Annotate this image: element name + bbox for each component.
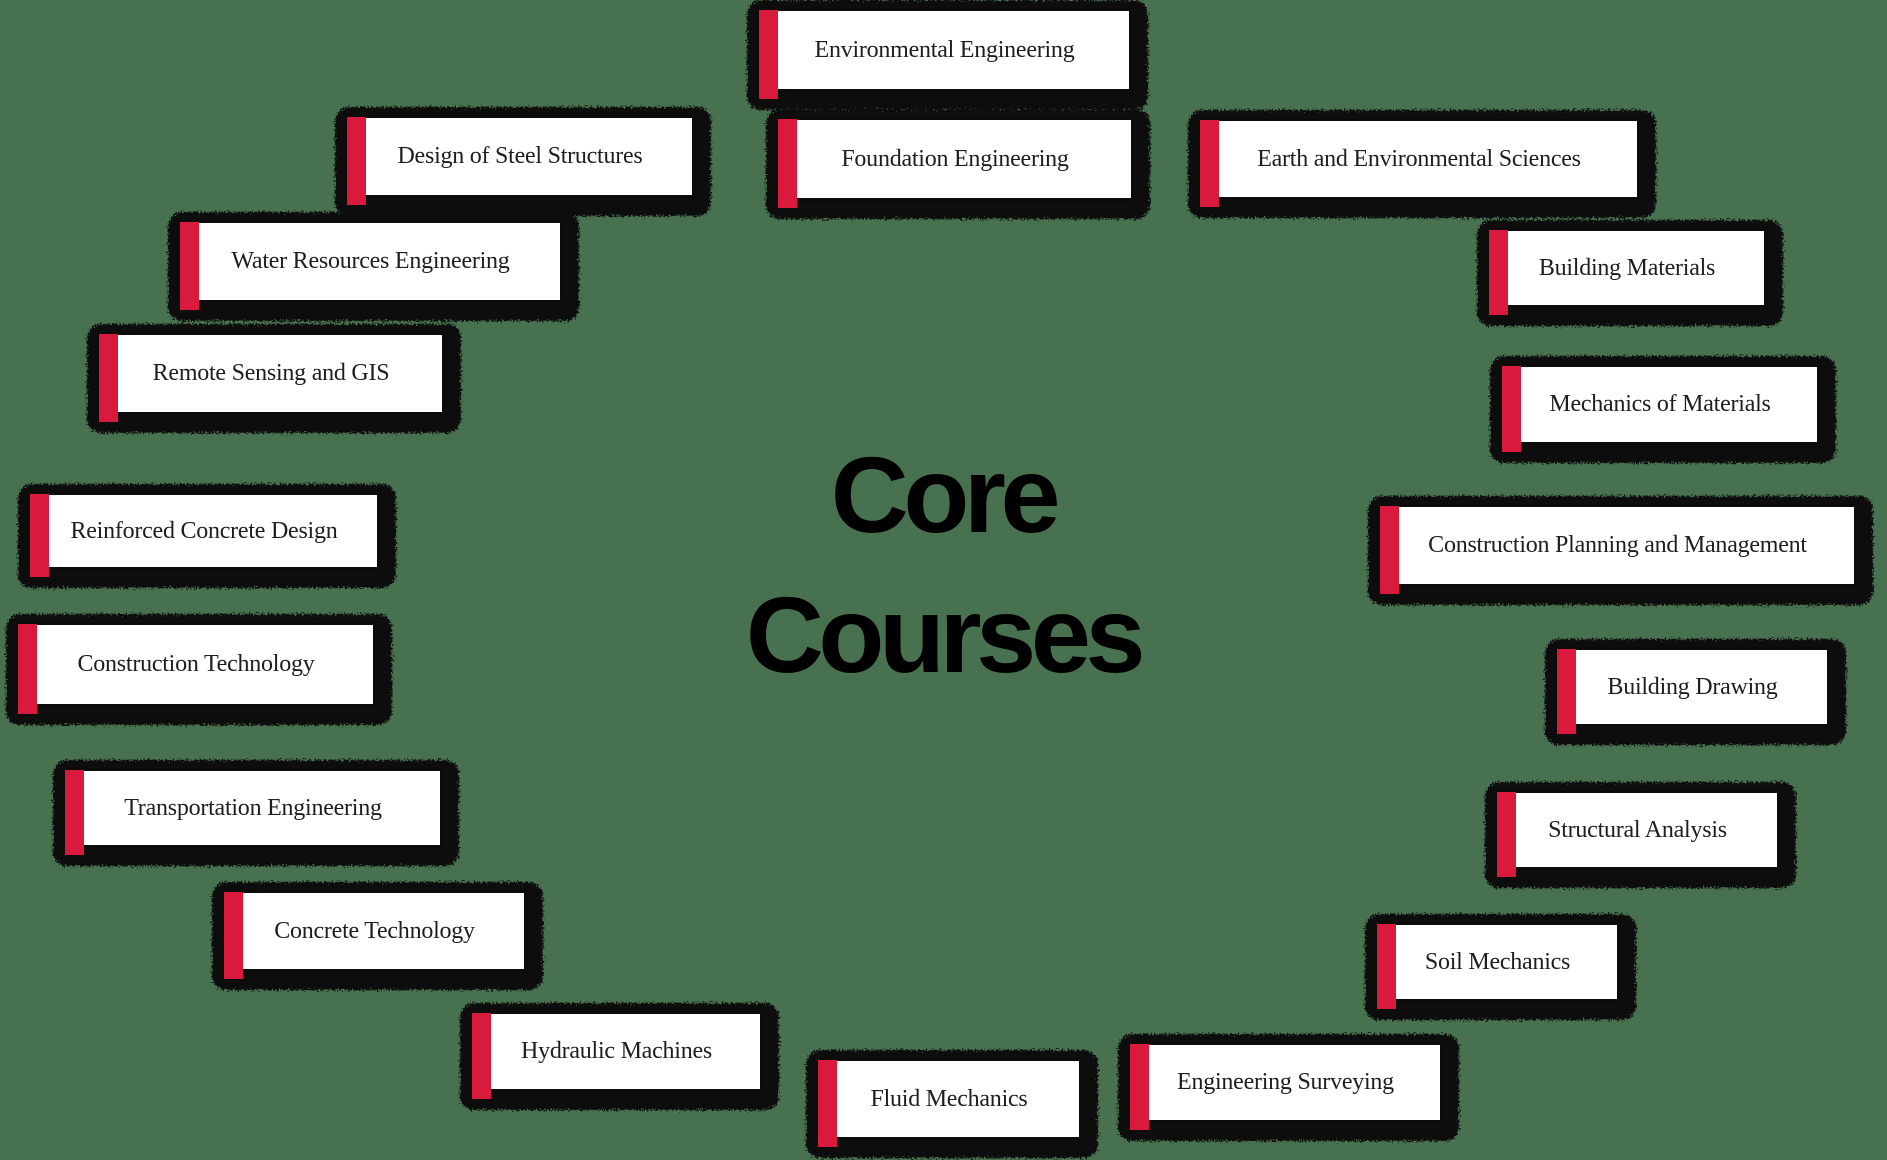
course-box-engineering-surveying: Engineering Surveying: [1118, 1034, 1459, 1141]
red-accent-bar: [778, 119, 797, 208]
box-face: Remote Sensing and GIS: [97, 332, 445, 415]
diagram-center-title: Core Courses: [745, 425, 1146, 705]
box-face: Fluid Mechanics: [816, 1058, 1082, 1140]
red-accent-bar: [180, 222, 199, 310]
course-label: Transportation Engineering: [124, 794, 382, 821]
course-box-building-drawing: Building Drawing: [1545, 639, 1846, 745]
course-box-concrete-technology: Concrete Technology: [212, 882, 543, 990]
course-label: Construction Technology: [77, 651, 315, 677]
red-accent-bar: [224, 892, 243, 979]
course-box-construction-planning-and-management: Construction Planning and Management: [1368, 496, 1873, 605]
course-box-building-materials: Building Materials: [1477, 220, 1783, 326]
box-face: Earth and Environmental Sciences: [1198, 118, 1640, 200]
course-box-construction-technology: Construction Technology: [6, 614, 392, 725]
course-label: Earth and Environmental Sciences: [1257, 145, 1581, 172]
course-label: Concrete Technology: [274, 917, 475, 944]
box-face: Environmental Engineering: [757, 8, 1132, 92]
course-label: Design of Steel Structures: [397, 143, 643, 169]
course-box-hydraulic-machines: Hydraulic Machines: [460, 1003, 779, 1110]
red-accent-bar: [1502, 366, 1521, 452]
box-face: Construction Technology: [16, 622, 376, 707]
box-face: Design of Steel Structures: [345, 115, 695, 198]
course-box-environmental-engineering: Environmental Engineering: [747, 0, 1148, 110]
course-box-transportation-engineering: Transportation Engineering: [53, 760, 459, 866]
box-face: Engineering Surveying: [1128, 1042, 1443, 1123]
red-accent-bar: [1130, 1044, 1149, 1130]
center-title-line1: Core: [830, 434, 1061, 555]
course-label: Environmental Engineering: [814, 36, 1075, 63]
red-accent-bar: [1557, 649, 1576, 734]
red-accent-bar: [18, 624, 37, 714]
red-accent-bar: [347, 117, 366, 205]
box-face: Building Materials: [1487, 228, 1767, 308]
red-accent-bar: [99, 334, 118, 422]
course-label: Engineering Surveying: [1177, 1069, 1394, 1095]
red-accent-bar: [1380, 506, 1399, 594]
red-accent-bar: [1200, 120, 1219, 207]
course-label: Reinforced Concrete Design: [70, 517, 338, 544]
course-box-reinforced-concrete-design: Reinforced Concrete Design: [18, 484, 396, 588]
red-accent-bar: [1489, 230, 1508, 315]
course-box-fluid-mechanics: Fluid Mechanics: [806, 1050, 1098, 1158]
red-accent-bar: [759, 10, 778, 99]
box-face: Hydraulic Machines: [470, 1011, 763, 1092]
box-face: Water Resources Engineering: [178, 220, 563, 303]
course-label: Building Drawing: [1607, 673, 1778, 700]
course-label: Structural Analysis: [1548, 816, 1727, 843]
box-face: Mechanics of Materials: [1500, 364, 1820, 445]
box-face: Reinforced Concrete Design: [28, 492, 380, 570]
red-accent-bar: [30, 494, 49, 577]
red-accent-bar: [65, 770, 84, 855]
red-accent-bar: [1377, 924, 1396, 1009]
course-label: Building Materials: [1538, 254, 1716, 281]
course-label: Water Resources Engineering: [231, 248, 510, 274]
course-box-soil-mechanics: Soil Mechanics: [1365, 914, 1636, 1020]
course-label: Hydraulic Machines: [521, 1038, 712, 1064]
red-accent-bar: [1497, 792, 1516, 877]
red-accent-bar: [472, 1013, 491, 1099]
box-face: Building Drawing: [1555, 647, 1830, 727]
box-face: Structural Analysis: [1495, 790, 1780, 870]
course-label: Foundation Engineering: [841, 145, 1069, 172]
course-box-mechanics-of-materials: Mechanics of Materials: [1490, 356, 1836, 463]
box-face: Soil Mechanics: [1375, 922, 1620, 1002]
box-face: Transportation Engineering: [63, 768, 443, 848]
course-label: Mechanics of Materials: [1549, 391, 1771, 417]
course-label: Remote Sensing and GIS: [152, 360, 390, 386]
box-face: Foundation Engineering: [776, 117, 1134, 201]
course-label: Soil Mechanics: [1424, 948, 1571, 975]
course-label: Construction Planning and Management: [1428, 532, 1807, 558]
course-box-foundation-engineering: Foundation Engineering: [766, 109, 1150, 219]
course-box-structural-analysis: Structural Analysis: [1485, 782, 1796, 888]
center-title-line2: Courses: [745, 574, 1146, 695]
box-face: Construction Planning and Management: [1378, 504, 1857, 587]
box-face: Concrete Technology: [222, 890, 527, 972]
red-accent-bar: [818, 1060, 837, 1147]
course-box-remote-sensing-and-gis: Remote Sensing and GIS: [87, 324, 461, 433]
course-box-water-resources-engineering: Water Resources Engineering: [168, 212, 579, 321]
course-label: Fluid Mechanics: [870, 1085, 1028, 1112]
course-box-design-of-steel-structures: Design of Steel Structures: [335, 107, 711, 216]
course-box-earth-and-environmental-sciences: Earth and Environmental Sciences: [1188, 110, 1656, 218]
